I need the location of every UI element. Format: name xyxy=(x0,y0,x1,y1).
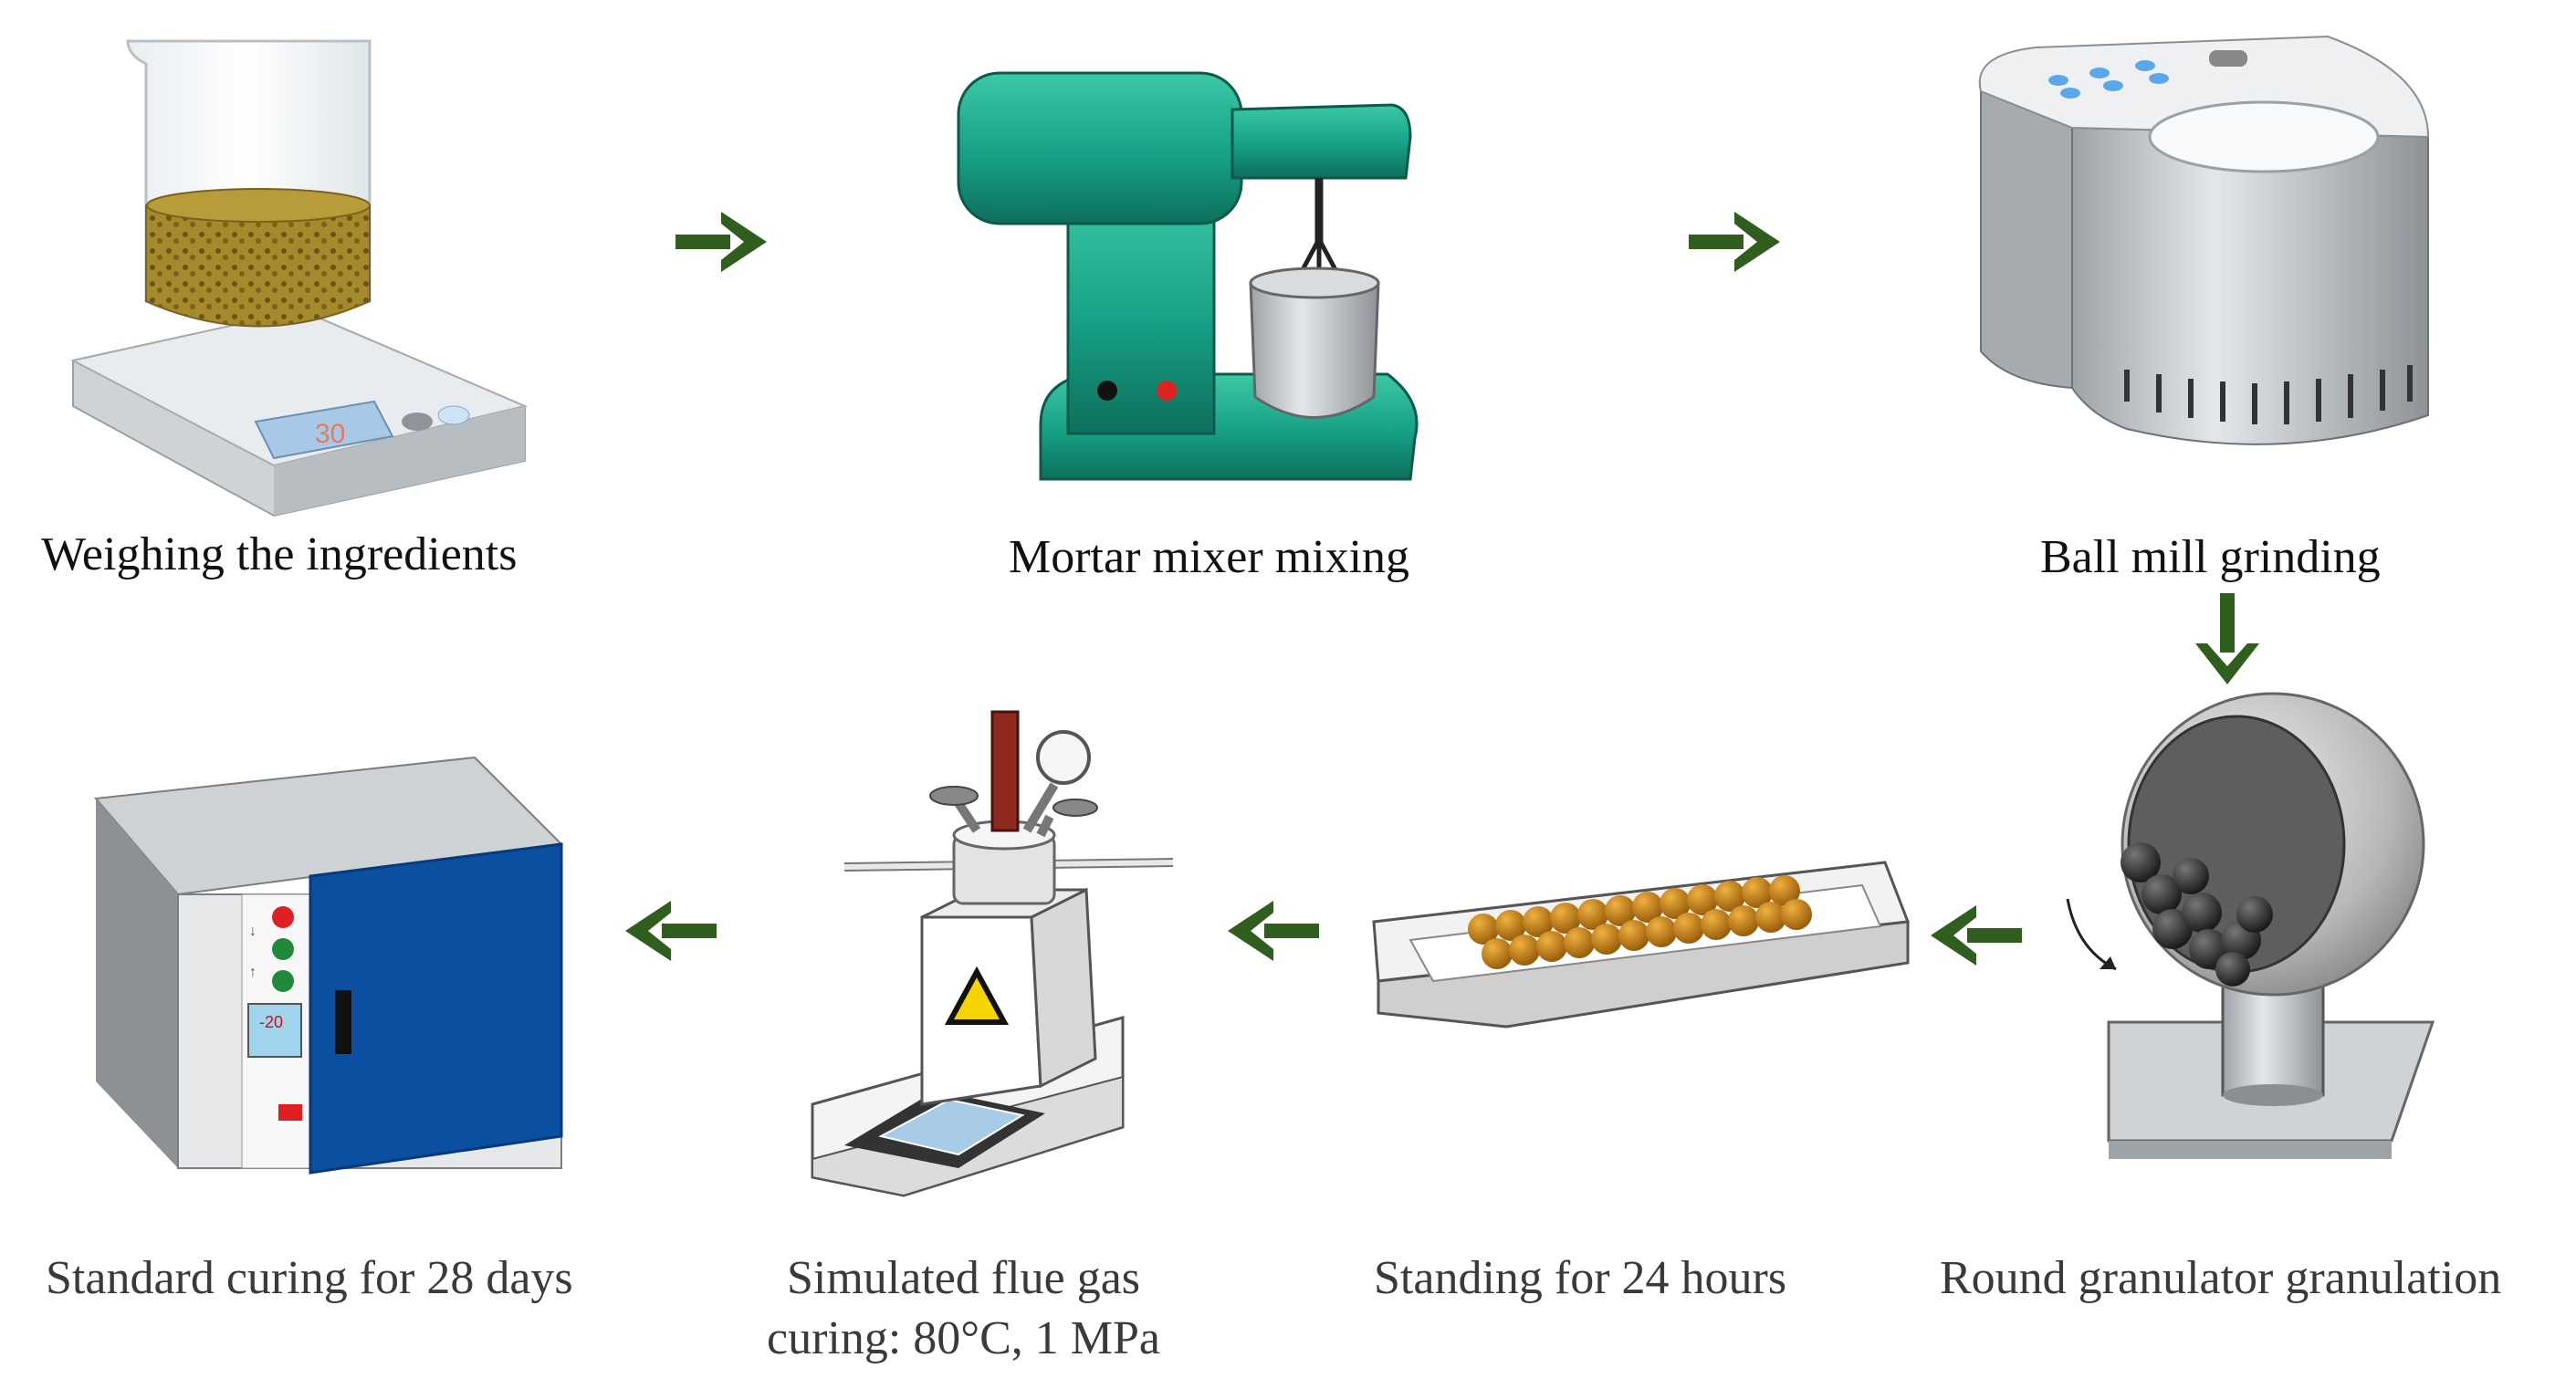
arrow-left-3 xyxy=(625,901,717,961)
arrow-left-1 xyxy=(1931,905,2022,966)
arrow-right-2 xyxy=(1689,212,1780,272)
svg-text:↑: ↑ xyxy=(249,965,257,980)
autoclave-reactor-icon xyxy=(811,710,1174,1197)
svg-text:↓: ↓ xyxy=(249,924,257,939)
step-label-grinding: Ball mill grinding xyxy=(2040,531,2381,583)
flow-arrows xyxy=(625,212,2259,966)
step-label-mixing: Mortar mixer mixing xyxy=(1009,531,1410,583)
mortar-mixer-icon xyxy=(957,71,1419,481)
ball-mill-icon xyxy=(1978,35,2430,445)
step-label-flue-gas-line1: Simulated flue gas xyxy=(786,1252,1141,1304)
oven-display xyxy=(247,1003,302,1058)
round-granulator-icon xyxy=(2066,692,2435,1159)
arrow-down xyxy=(2195,593,2259,684)
pellet-rows xyxy=(1468,875,1812,969)
step-label-flue-gas-curing: Simulated flue gas curing: 80°C, 1 MPa xyxy=(767,1248,1160,1369)
oven-display-value: -20 xyxy=(259,1013,283,1031)
step-label-granulation: Round granulator granulation xyxy=(1940,1252,2502,1304)
pellet-tray-icon xyxy=(1372,861,1911,1029)
step-label-weighing: Weighing the ingredients xyxy=(41,528,518,580)
balance-display-value: 30 xyxy=(315,419,345,449)
balance-display xyxy=(254,400,394,460)
step-label-standing: Standing for 24 hours xyxy=(1374,1252,1787,1304)
arrow-right-1 xyxy=(675,212,767,272)
curing-oven-icon: ↓ ↑ -20 xyxy=(94,756,564,1175)
step-label-standard-curing: Standard curing for 28 days xyxy=(46,1252,573,1304)
arrow-left-2 xyxy=(1228,901,1319,961)
step-label-flue-gas-line2: curing: 80°C, 1 MPa xyxy=(767,1312,1161,1364)
weighing-balance-beaker-icon: 30 xyxy=(70,39,529,517)
